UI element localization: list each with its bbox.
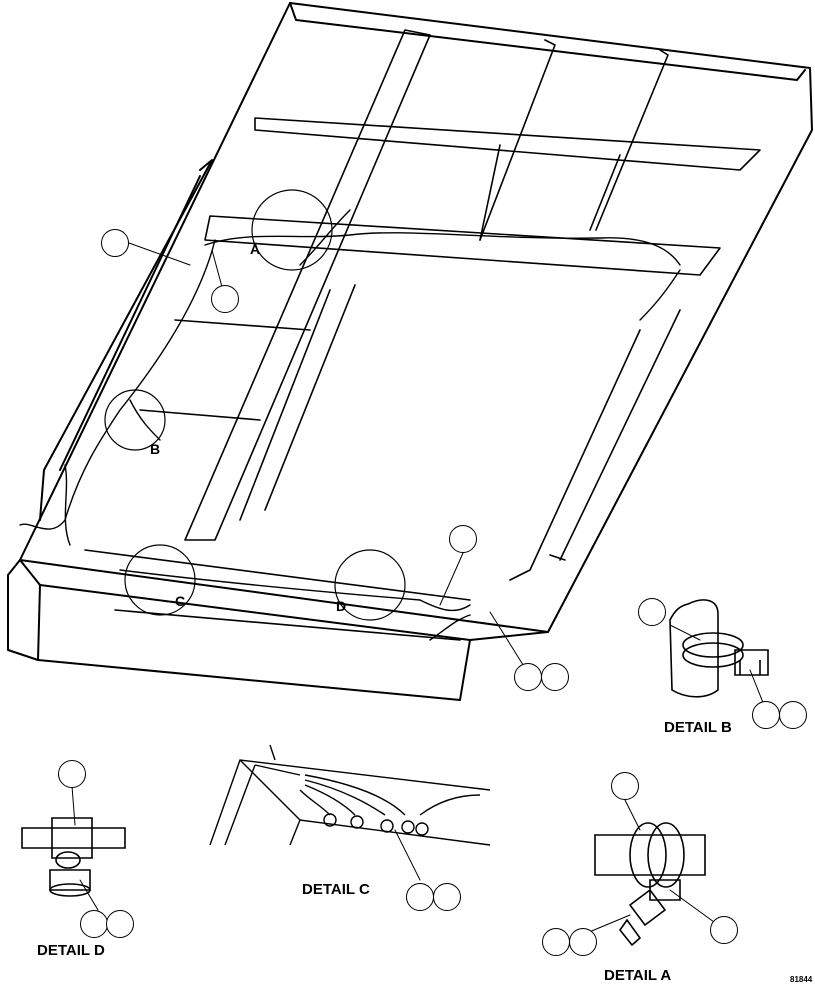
- callout-balloon-2: [211, 285, 239, 313]
- callout-balloon-6: [638, 598, 666, 626]
- view-letter-b: B: [150, 441, 161, 457]
- wiring-harness: [19, 209, 681, 641]
- callout-balloon-9: [58, 760, 86, 788]
- detail-c-assembly: [209, 744, 491, 846]
- figure-id: 81844: [790, 975, 813, 984]
- callout-balloon-4: [514, 663, 542, 691]
- view-letter-d: D: [336, 598, 347, 614]
- detail-a-assembly: [594, 822, 706, 947]
- callout-balloon-7: [752, 701, 780, 729]
- detail-d-title: DETAIL D: [37, 942, 105, 959]
- detail-b-title: DETAIL B: [664, 719, 732, 736]
- callout-balloon-1: [101, 229, 129, 257]
- callout-balloon-11: [106, 910, 134, 938]
- callout-balloon-15: [542, 928, 570, 956]
- callout-balloon-3: [449, 525, 477, 553]
- callout-balloon-12: [406, 883, 434, 911]
- callout-balloon-10: [80, 910, 108, 938]
- detail-b-assembly: [669, 599, 769, 698]
- detail-d-assembly: [21, 817, 126, 897]
- callout-balloon-13: [433, 883, 461, 911]
- view-letter-a: A: [250, 241, 261, 257]
- callout-balloon-5: [541, 663, 569, 691]
- view-letter-c: C: [175, 593, 186, 609]
- detail-c-title: DETAIL C: [302, 881, 370, 898]
- detail-view-circles: [104, 189, 406, 621]
- detail-a-title: DETAIL A: [604, 967, 672, 984]
- callout-balloon-16: [569, 928, 597, 956]
- callout-balloon-17: [710, 916, 738, 944]
- cross-members: [84, 29, 761, 641]
- callout-balloon-8: [779, 701, 807, 729]
- callout-balloon-14: [611, 772, 639, 800]
